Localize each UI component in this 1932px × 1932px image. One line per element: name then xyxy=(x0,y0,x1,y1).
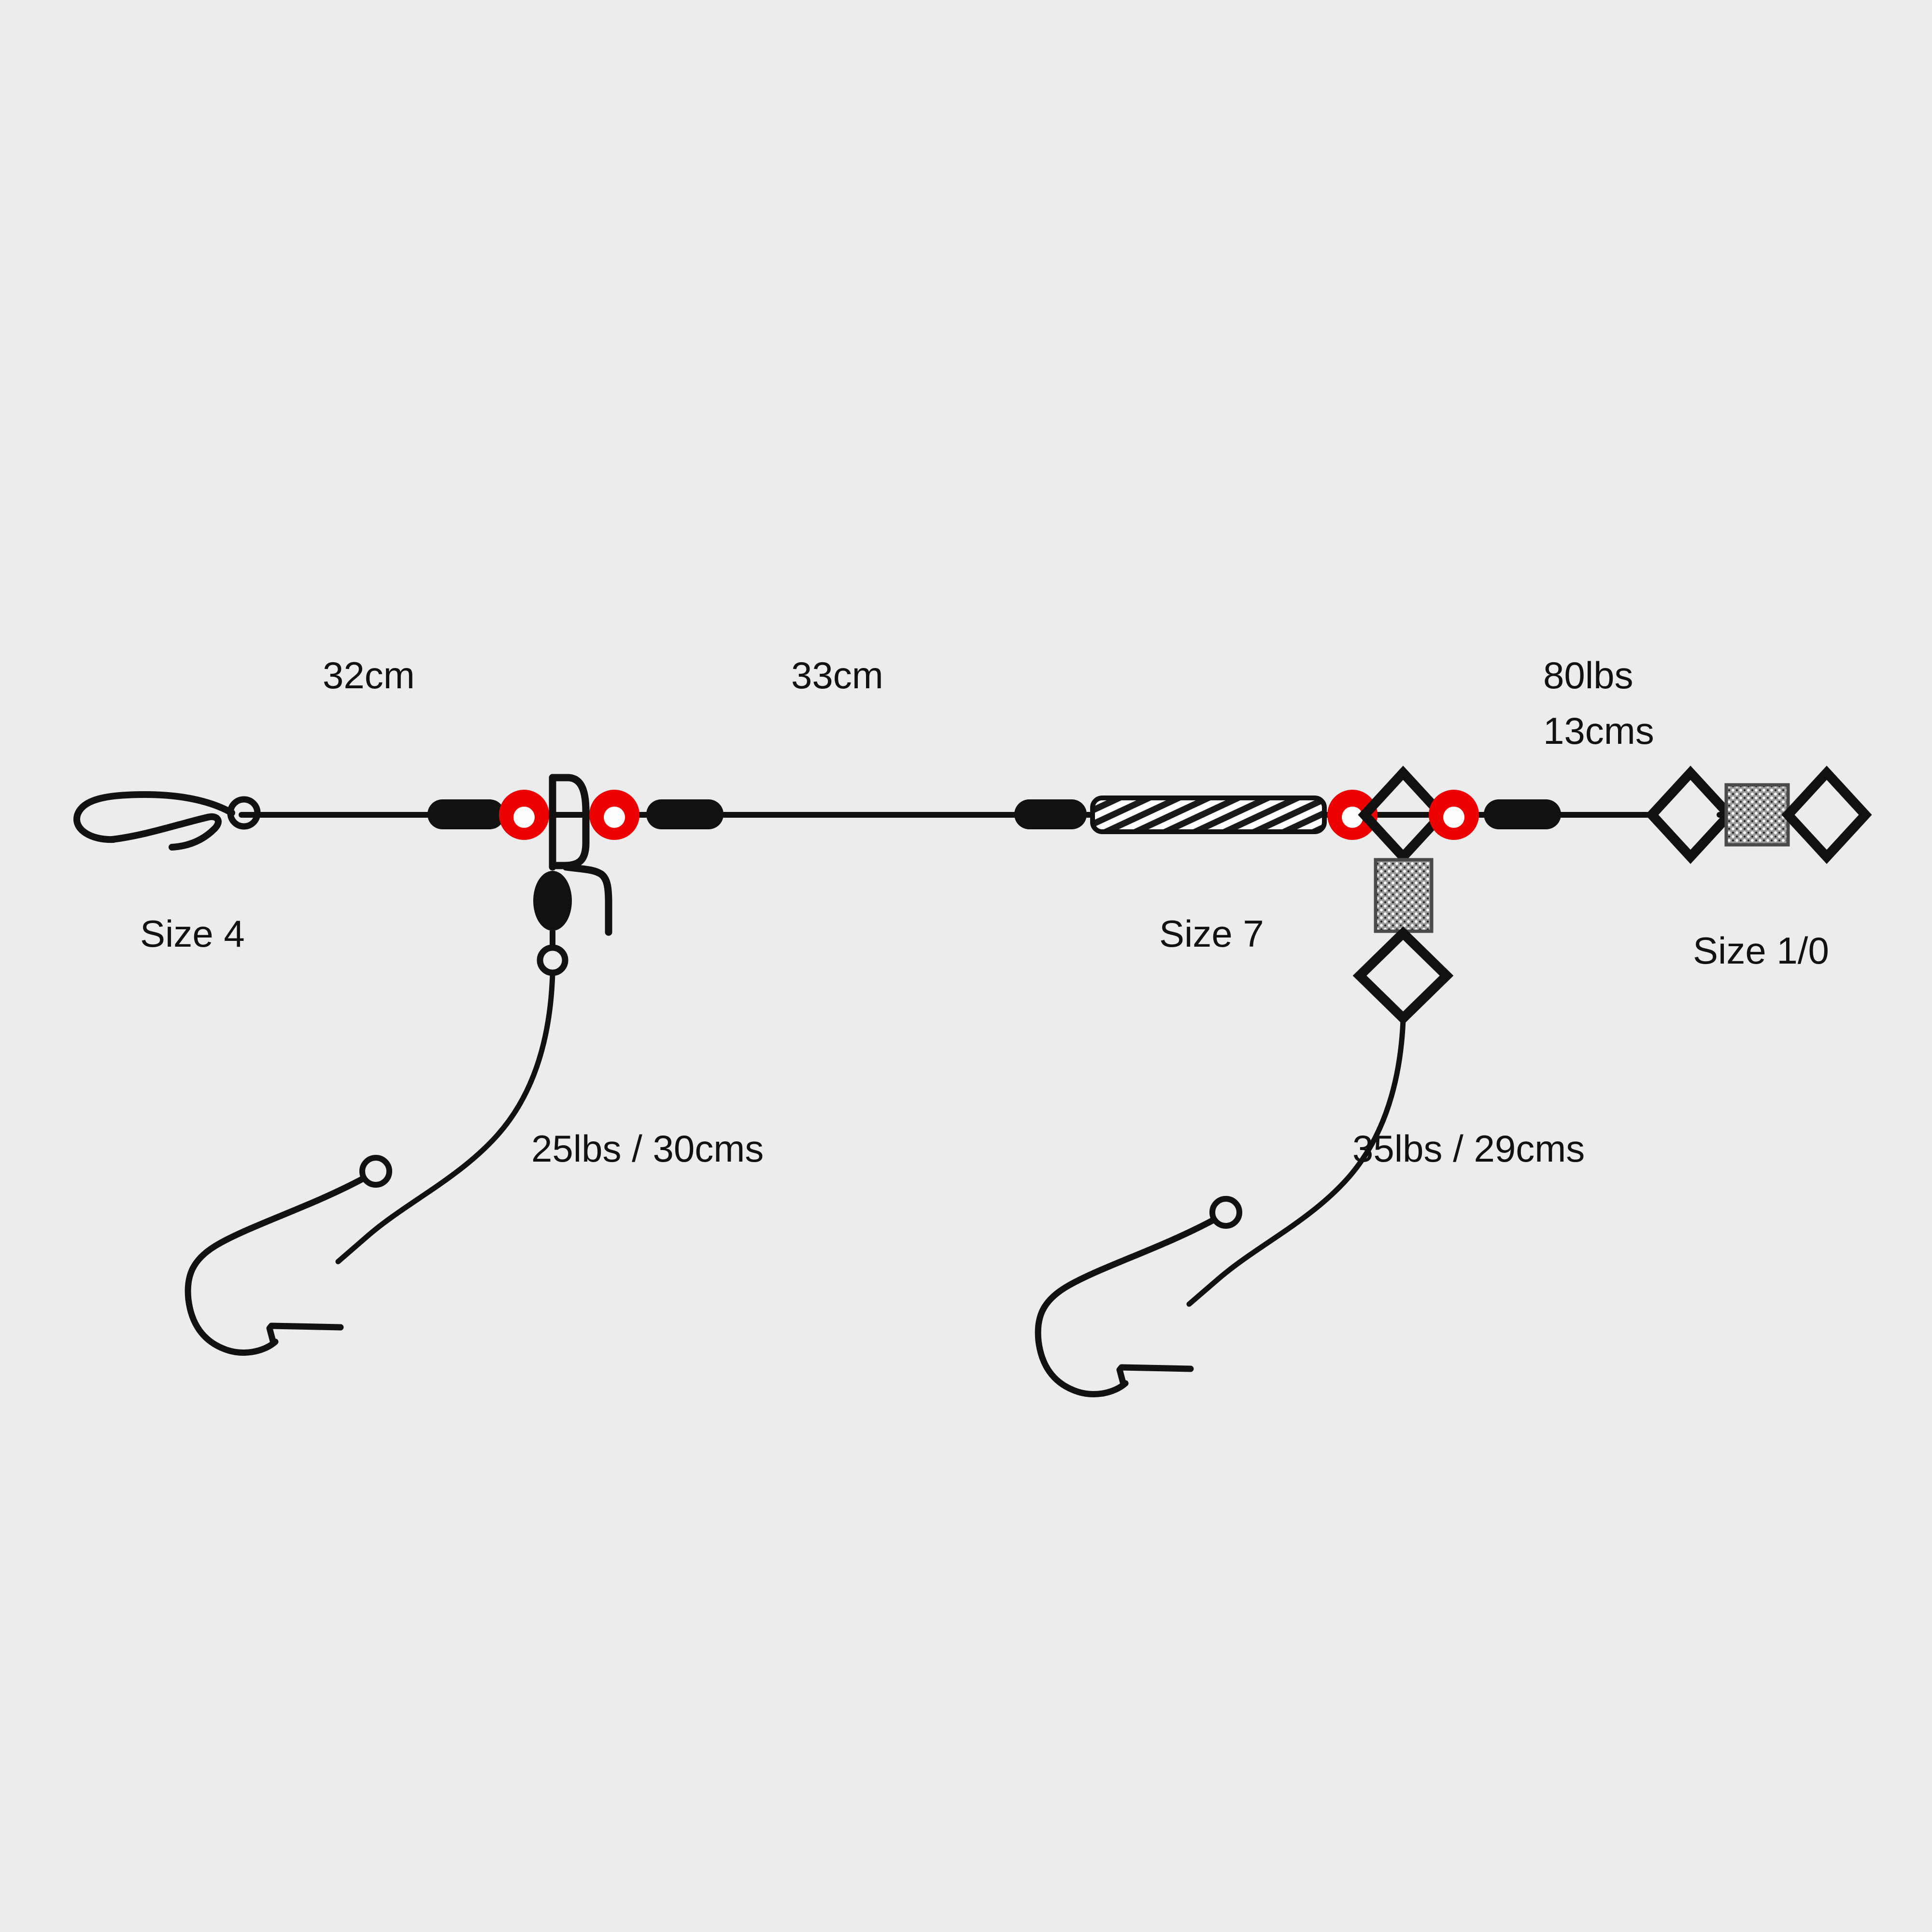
label-snood-left: 25lbs / 30cms xyxy=(531,1127,764,1170)
snood-left-hook-barb-icon xyxy=(266,1322,344,1346)
bead-red-1 xyxy=(499,790,549,840)
snood-left-hook-bend xyxy=(185,1175,367,1356)
bead-red-2 xyxy=(589,790,639,840)
snood-hook-right xyxy=(1035,1217,1217,1397)
bead-black-4 xyxy=(1484,799,1561,829)
snood-left xyxy=(335,971,555,1264)
snood-hook-left xyxy=(185,1175,367,1356)
hook-point-icon xyxy=(109,813,222,851)
swivel-body-mid xyxy=(1374,858,1434,933)
bead-red-4 xyxy=(1429,790,1479,840)
snood-right-hook-bend xyxy=(1035,1217,1217,1397)
swivel-right-body xyxy=(1724,783,1790,847)
label-upper-right-length: 13cms xyxy=(1543,710,1654,752)
label-hook-left-size: Size 4 xyxy=(140,912,245,955)
label-upper-right-breaking-strain: 80lbs xyxy=(1543,654,1633,696)
label-upper-left-length: 32cm xyxy=(323,654,415,696)
swivel-eye-top-icon xyxy=(1358,766,1449,864)
label-upper-mid-length: 33cm xyxy=(791,654,883,696)
label-swivel-right-size: Size 1/0 xyxy=(1693,929,1829,972)
swivel-barrel-right xyxy=(1645,766,1872,864)
label-swivel-mid-size: Size 7 xyxy=(1159,912,1264,955)
bead-red-3 xyxy=(1327,790,1378,840)
snood-right-eye-icon xyxy=(1209,1196,1242,1229)
rig-tube xyxy=(1090,796,1327,834)
hook-bend xyxy=(73,791,235,843)
snood-right-hook-barb-icon xyxy=(1116,1364,1194,1388)
snood-left-line xyxy=(335,971,555,1264)
bead-black-1 xyxy=(427,799,505,829)
snood-right xyxy=(1186,1017,1406,1307)
label-snood-right: 35lbs / 29cms xyxy=(1352,1127,1585,1170)
bait-clip-tail xyxy=(562,863,612,936)
bait-clip-bead xyxy=(533,871,572,931)
terminal-hook-left xyxy=(73,791,261,851)
bead-black-3 xyxy=(1014,799,1087,829)
swivel-right-eye-left-icon xyxy=(1645,766,1736,864)
swivel-right-eye-right-icon xyxy=(1781,766,1872,864)
snood-left-eye-icon xyxy=(359,1155,392,1188)
snood-right-line xyxy=(1186,1017,1406,1307)
bead-black-2 xyxy=(646,799,724,829)
